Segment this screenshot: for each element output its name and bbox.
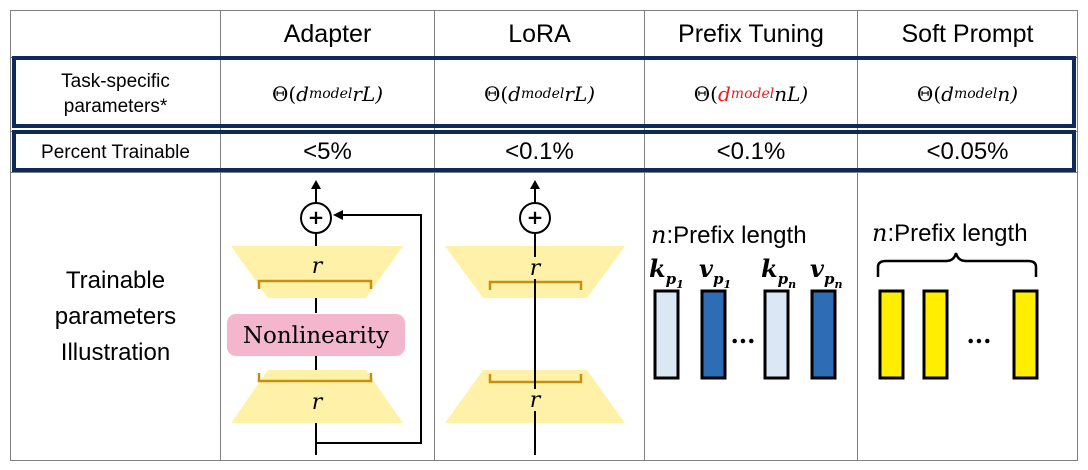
prefix-key-vector-1 [653, 289, 680, 380]
header-prefix-tuning: Prefix Tuning [678, 19, 824, 48]
key-label-1: kp1 [649, 254, 684, 291]
percent-adapter: <5% [303, 138, 352, 165]
grid-col-3 [644, 10, 645, 461]
adapter-illustration: + r Nonlinearity r [227, 180, 422, 455]
soft-prompt-vector-1 [878, 289, 905, 380]
header-lora: LoRA [508, 19, 571, 48]
prefix-ellipsis: ... [730, 320, 755, 349]
lora-illustration: + r r [445, 180, 625, 455]
grid-col-4 [857, 10, 858, 461]
soft-prompt-illustration: n:Prefix length ... [872, 219, 1039, 380]
svg-text:Nonlinearity: Nonlinearity [243, 323, 389, 349]
grid-col-1 [220, 10, 221, 461]
params-row-highlight [12, 56, 1076, 128]
illustration-row-label: Trainable parameters Illustration [54, 266, 177, 366]
soft-ellipsis: ... [966, 320, 991, 349]
grid-left [10, 10, 11, 461]
svg-text:+: + [527, 205, 544, 229]
header-adapter: Adapter [283, 19, 372, 48]
up-projection [231, 370, 403, 423]
rank-bracket-bottom [257, 373, 373, 383]
svg-text:r: r [530, 256, 542, 281]
value-label-n: vpn [810, 254, 842, 291]
params-label-line1: Task-specific [61, 71, 170, 92]
prefix-length-caption: n:Prefix length [872, 219, 1028, 247]
prefix-tuning-illustration: n:Prefix length kp1 vp1 kpn vpn ... [649, 221, 842, 380]
prefix-value-vector-n [810, 289, 837, 380]
grid-bottom [10, 460, 1078, 461]
length-brace [876, 252, 1038, 277]
percent-soft-prompt: <0.05% [926, 138, 1009, 165]
params-label-line2: parameters* [63, 96, 168, 117]
grid-top [10, 10, 1078, 11]
soft-prompt-vector-2 [922, 289, 949, 380]
soft-prompt-vector-n [1012, 289, 1039, 380]
key-label-n: kpn [761, 254, 796, 291]
header-soft-prompt: Soft Prompt [901, 19, 1034, 48]
percent-prefix-tuning: <0.1% [716, 138, 786, 165]
highlighted-d: d [717, 82, 731, 106]
prefix-value-vector-1 [700, 289, 727, 380]
prefix-key-vector-n [763, 289, 790, 380]
down-projection [231, 246, 403, 298]
percent-row-highlight [12, 130, 1076, 172]
nonlinearity-box [227, 314, 405, 356]
grid-right [1077, 10, 1078, 461]
svg-text:r: r [312, 254, 324, 279]
residual-arrow-head [333, 210, 343, 220]
grid-col-2 [434, 10, 435, 461]
svg-text:r: r [312, 390, 324, 415]
percent-row-label: Percent Trainable [41, 141, 190, 163]
grid-row-3 [10, 172, 1078, 173]
svg-text:+: + [308, 205, 325, 229]
svg-text:r: r [530, 388, 542, 413]
prefix-length-caption: n:Prefix length [651, 221, 807, 249]
percent-lora: <0.1% [505, 138, 574, 165]
value-label-1: vp1 [699, 254, 731, 291]
output-arrow-head [530, 180, 540, 189]
params-row-label: Task-specific parameters* [11, 60, 220, 128]
output-arrow-head [311, 180, 321, 189]
residual-connection [316, 214, 422, 444]
rank-bracket-top [257, 279, 373, 289]
